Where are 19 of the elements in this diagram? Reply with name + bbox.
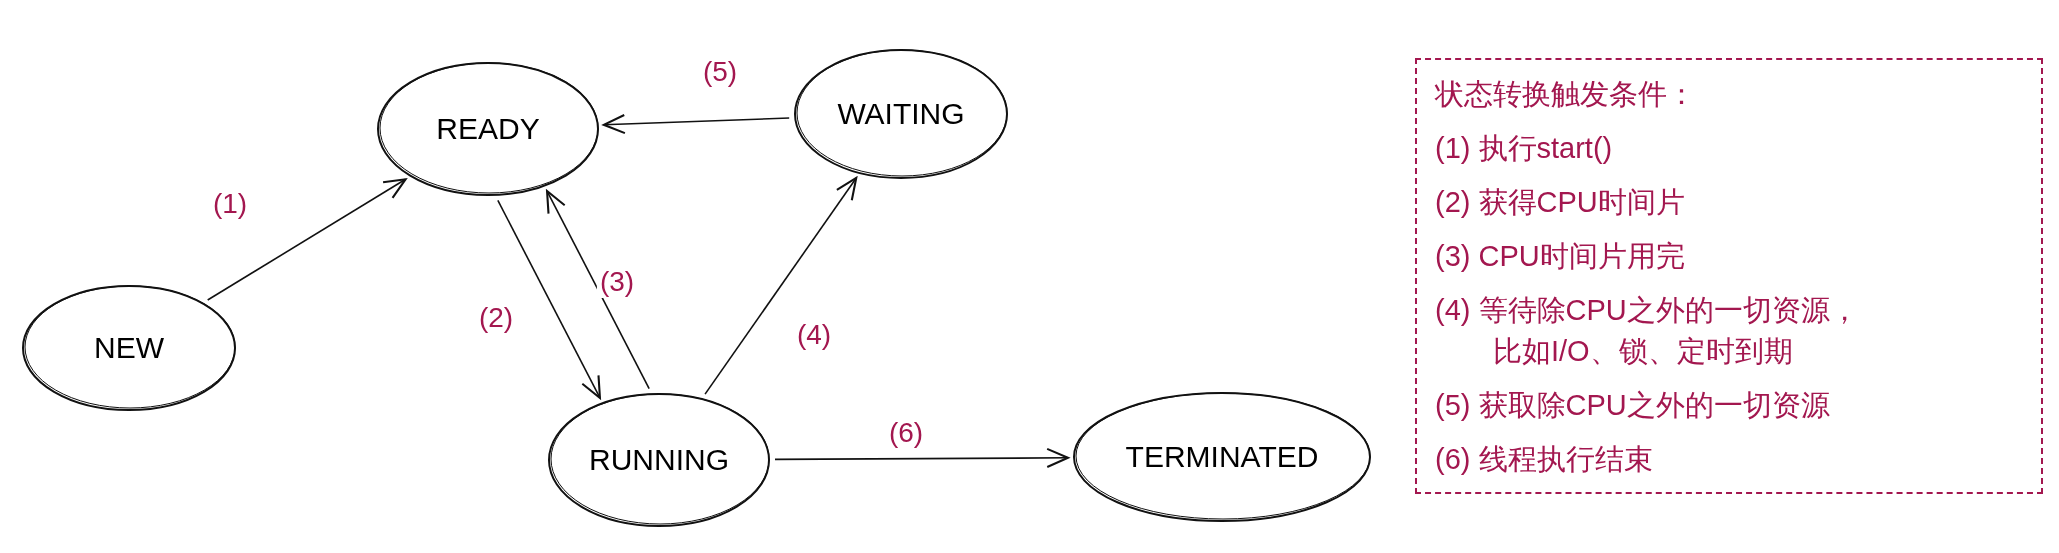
state-name: WAITING [837,97,965,131]
arrow [497,199,601,400]
arrow [206,178,407,301]
note-line: (3) CPU时间片用完 [1435,239,1686,274]
state-name: RUNNING [589,443,729,477]
arrow [602,113,790,135]
state-name: TERMINATED [1125,440,1319,474]
notes-title: 状态转换触发条件： [1435,77,1697,112]
state-name: READY [436,112,540,146]
note-line: (5) 获取除CPU之外的一切资源 [1435,388,1831,423]
state-name: NEW [94,331,164,365]
notes-panel [1415,58,2043,494]
arrow [774,447,1070,469]
arrow [546,189,650,390]
note-line: (4) 等待除CPU之外的一切资源，比如I/O、锁、定时到期 [1435,293,1860,369]
note-line: (2) 获得CPU时间片 [1435,185,1686,220]
note-line: (6) 线程执行结束 [1435,442,1654,477]
arrow [704,176,858,395]
note-line: (1) 执行start() [1435,131,1614,166]
